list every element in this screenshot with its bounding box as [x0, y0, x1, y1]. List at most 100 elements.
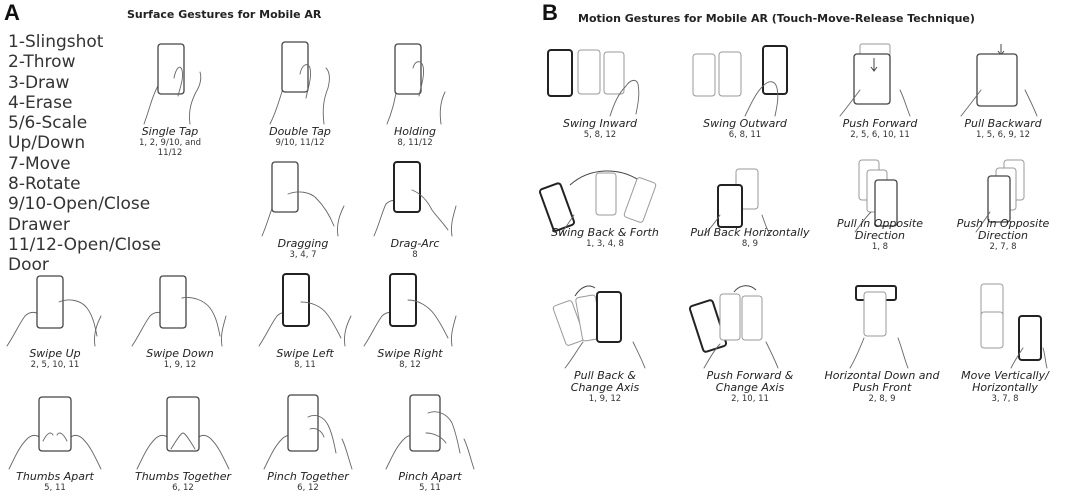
gesture-name: Thumbs Together	[134, 470, 231, 483]
gesture-task-numbers: 1, 9, 12	[163, 360, 197, 370]
legend-line: 9/10-Open/Close	[8, 194, 151, 215]
gesture-task-numbers: 2, 5, 10, 11	[30, 360, 80, 370]
drag-arc-illustration	[373, 161, 457, 237]
gesture-name: Move Vertically/	[961, 369, 1049, 382]
holding-illustration	[386, 43, 446, 125]
legend-line: 1-Slingshot	[8, 32, 104, 52]
swing-inward-illustration	[547, 49, 640, 117]
gesture-task-numbers: 1, 9, 12	[588, 394, 622, 404]
gesture-task-numbers: 11/12	[157, 148, 183, 158]
legend-line: 4-Erase	[8, 92, 73, 113]
gesture-task-numbers: 8, 11	[294, 360, 316, 370]
gesture-name-line2: Push Front	[852, 381, 912, 394]
gesture-name: Pull Back &	[574, 369, 636, 382]
gesture-task-numbers: 5, 8, 12	[583, 130, 617, 140]
gesture-task-legend: 1-Slingshot 2-Throw 3-Draw 4-Erase 5/6-S…	[8, 32, 243, 276]
gesture-task-numbers: 8, 11/12	[397, 138, 433, 148]
pull-back-horizontally-illustration	[703, 168, 771, 236]
push-opposite-illustration	[975, 159, 1025, 233]
gesture-name: Push in Opposite	[956, 217, 1050, 230]
push-forward-illustration	[839, 43, 911, 117]
swipe-left-illustration	[258, 273, 352, 347]
gesture-name: Swing Inward	[563, 117, 637, 130]
gesture-task-numbers: 6, 8, 11	[728, 130, 762, 140]
gesture-task-numbers: 8, 12	[399, 360, 421, 370]
gesture-name: Push Forward	[842, 117, 918, 130]
gesture-name: Double Tap	[269, 125, 331, 138]
gesture-task-numbers: 1, 8	[871, 242, 889, 252]
gesture-name: Pull Back Horizontally	[690, 226, 810, 239]
swipe-down-illustration	[131, 275, 227, 347]
swipe-up-illustration	[6, 275, 102, 347]
gesture-task-numbers: 2, 10, 11	[731, 394, 769, 404]
gesture-name: Thumbs Apart	[16, 470, 94, 483]
swipe-right-illustration	[363, 273, 457, 347]
thumbs-together-illustration	[136, 396, 230, 470]
pull-back-change-axis-illustration	[552, 285, 646, 369]
gesture-name: Holding	[393, 125, 437, 138]
gesture-task-numbers: 3, 7, 8	[991, 394, 1019, 404]
move-vertically-horizontally-illustration	[980, 283, 1048, 369]
legend-line: Up/Down	[8, 133, 86, 154]
panel-a-title: Surface Gestures for Mobile AR	[127, 8, 322, 21]
panel-b-title: Motion Gestures for Mobile AR (Touch-Mov…	[578, 12, 975, 25]
gesture-task-numbers: 3, 4, 7	[289, 250, 317, 260]
gesture-name-line2: Horizontally	[972, 381, 1038, 394]
horizontal-down-push-front-illustration	[849, 285, 909, 369]
swing-outward-illustration	[692, 45, 788, 117]
thumbs-apart-illustration	[8, 396, 102, 470]
gesture-task-numbers: 5, 11	[419, 483, 441, 493]
gesture-task-numbers: 1, 3, 4, 8	[586, 239, 624, 249]
gesture-name-line2: Direction	[855, 229, 905, 242]
push-forward-change-axis-illustration	[688, 285, 779, 369]
gesture-name: Swipe Down	[146, 347, 214, 360]
gesture-task-numbers: 8, 9	[741, 239, 759, 249]
swing-back-forth-illustration	[538, 170, 657, 236]
gesture-task-numbers: 2, 7, 8	[989, 242, 1017, 252]
gesture-task-numbers: 6, 12	[172, 483, 194, 493]
gesture-name: Swing Outward	[703, 117, 787, 130]
gesture-task-numbers: 2, 5, 6, 10, 11	[850, 130, 910, 140]
gesture-name: Pinch Apart	[398, 470, 462, 483]
gesture-name: Drag-Arc	[390, 237, 440, 250]
gesture-name: Horizontal Down and	[824, 369, 940, 382]
double-tap-illustration	[269, 41, 330, 125]
pull-opposite-illustration	[854, 159, 898, 233]
legend-line: 3-Draw	[8, 72, 70, 93]
legend-line: 7-Move	[8, 153, 71, 174]
gesture-name: Swipe Right	[377, 347, 443, 360]
gesture-task-numbers: 5, 11	[44, 483, 66, 493]
gesture-name-line2: Direction	[978, 229, 1028, 242]
pinch-apart-illustration	[385, 394, 475, 470]
panel-a-letter: A	[4, 0, 20, 25]
gesture-name-line2: Change Axis	[715, 381, 785, 394]
gesture-name: Pull in Opposite	[837, 217, 923, 230]
gesture-name: Swing Back & Forth	[551, 226, 659, 239]
gesture-name: Push Forward &	[706, 369, 794, 382]
gesture-task-numbers: 2, 8, 9	[868, 394, 896, 404]
gesture-name: Swipe Left	[276, 347, 334, 360]
legend-line: Drawer	[8, 214, 70, 235]
pinch-together-illustration	[263, 394, 353, 470]
gesture-task-numbers: 1, 5, 6, 9, 12	[975, 130, 1031, 140]
legend-line: Door	[8, 255, 49, 276]
